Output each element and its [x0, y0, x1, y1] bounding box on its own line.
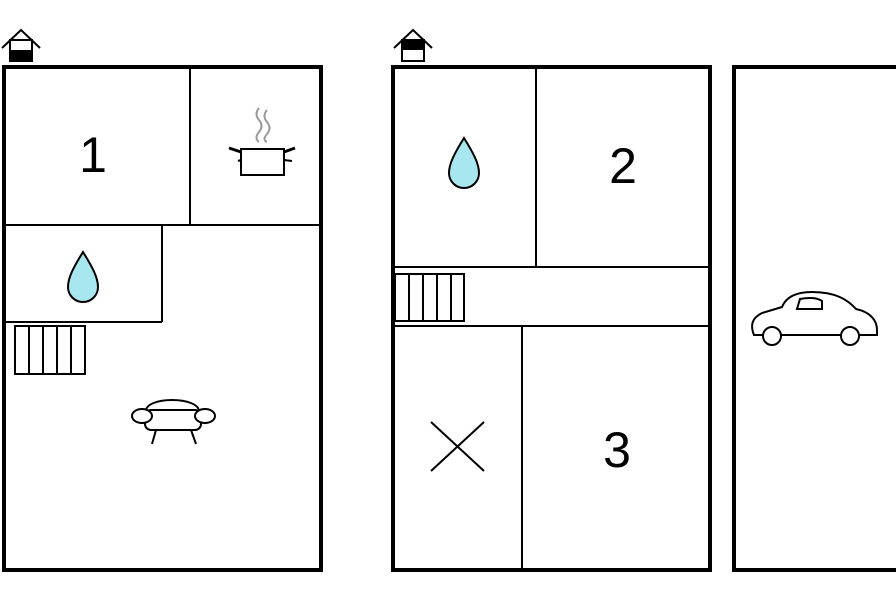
ground-floor-outline — [2, 65, 323, 572]
house-first-floor-icon — [393, 28, 433, 62]
room-number-3: 3 — [603, 422, 631, 478]
stairs-icon — [14, 325, 86, 375]
floor-garage — [732, 65, 896, 572]
bathroom-drop-icon — [66, 250, 100, 303]
floor-first: 2 3 — [391, 28, 712, 572]
garage-car-icon — [751, 290, 878, 346]
house-ground-floor-icon — [1, 28, 41, 62]
first-floor-walls — [393, 67, 710, 570]
ground-floor-walls — [4, 67, 321, 323]
room-number-2: 2 — [609, 138, 637, 194]
garage-outline — [732, 65, 896, 572]
storage-cross-icon — [430, 421, 485, 472]
first-floor-outline — [391, 65, 712, 572]
kitchen-pot-icon — [228, 107, 296, 176]
floor-ground: 1 — [1, 28, 323, 572]
bathroom-drop-icon — [447, 136, 481, 189]
room-number-1: 1 — [79, 127, 107, 183]
living-room-sofa-icon — [131, 399, 216, 445]
stairs-icon — [394, 273, 465, 322]
